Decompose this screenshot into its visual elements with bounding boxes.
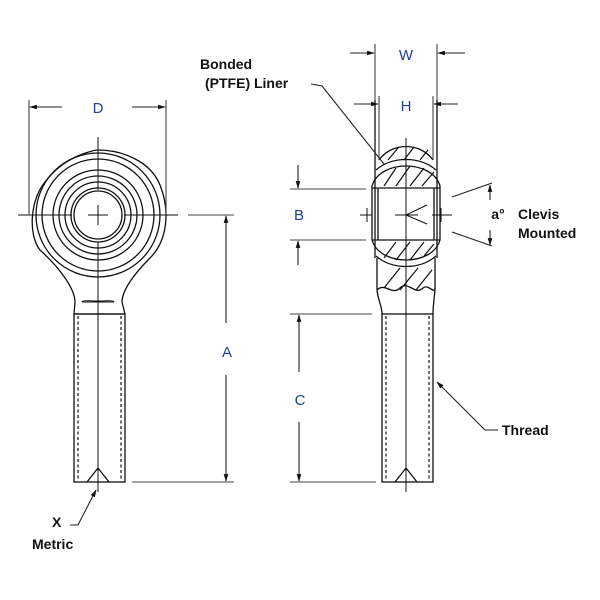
- callout-bonded: Bonded: [200, 56, 252, 72]
- dim-label-a: A: [222, 344, 232, 361]
- angle-line: [451, 182, 493, 198]
- angle-vertex: [404, 204, 428, 225]
- callout-clevis: Clevis: [518, 206, 559, 222]
- dim-label-angle: a°: [491, 206, 504, 222]
- liner-leader: [310, 83, 385, 165]
- dim-label-b: B: [294, 207, 304, 224]
- dim-label-c: C: [295, 392, 306, 409]
- side-section-view: W H B C a° Clevis Mounted Bonded (PTFE) …: [200, 44, 576, 492]
- dim-label-w: W: [399, 47, 414, 64]
- callout-x: X: [52, 514, 62, 530]
- thread-leader: [436, 381, 498, 431]
- bore-ring: [73, 190, 123, 240]
- shank: [381, 313, 434, 483]
- angle-line: [451, 231, 493, 247]
- break-line: [376, 285, 436, 292]
- dim-label-d: D: [93, 100, 104, 117]
- neck-flare: [432, 289, 436, 315]
- shank-flare: [73, 301, 76, 315]
- shank: [73, 313, 126, 483]
- neck-flare: [376, 289, 383, 315]
- shank-flare: [121, 301, 126, 315]
- callout-metric: Metric: [32, 536, 73, 552]
- x-leader: [70, 489, 97, 526]
- callout-thread: Thread: [502, 422, 549, 438]
- callout-ptfe-liner: (PTFE) Liner: [205, 75, 289, 91]
- dim-label-h: H: [401, 98, 412, 115]
- front-view: D A X Metric: [18, 100, 234, 552]
- callout-mounted: Mounted: [518, 225, 576, 241]
- thread-chamfer: [86, 466, 110, 483]
